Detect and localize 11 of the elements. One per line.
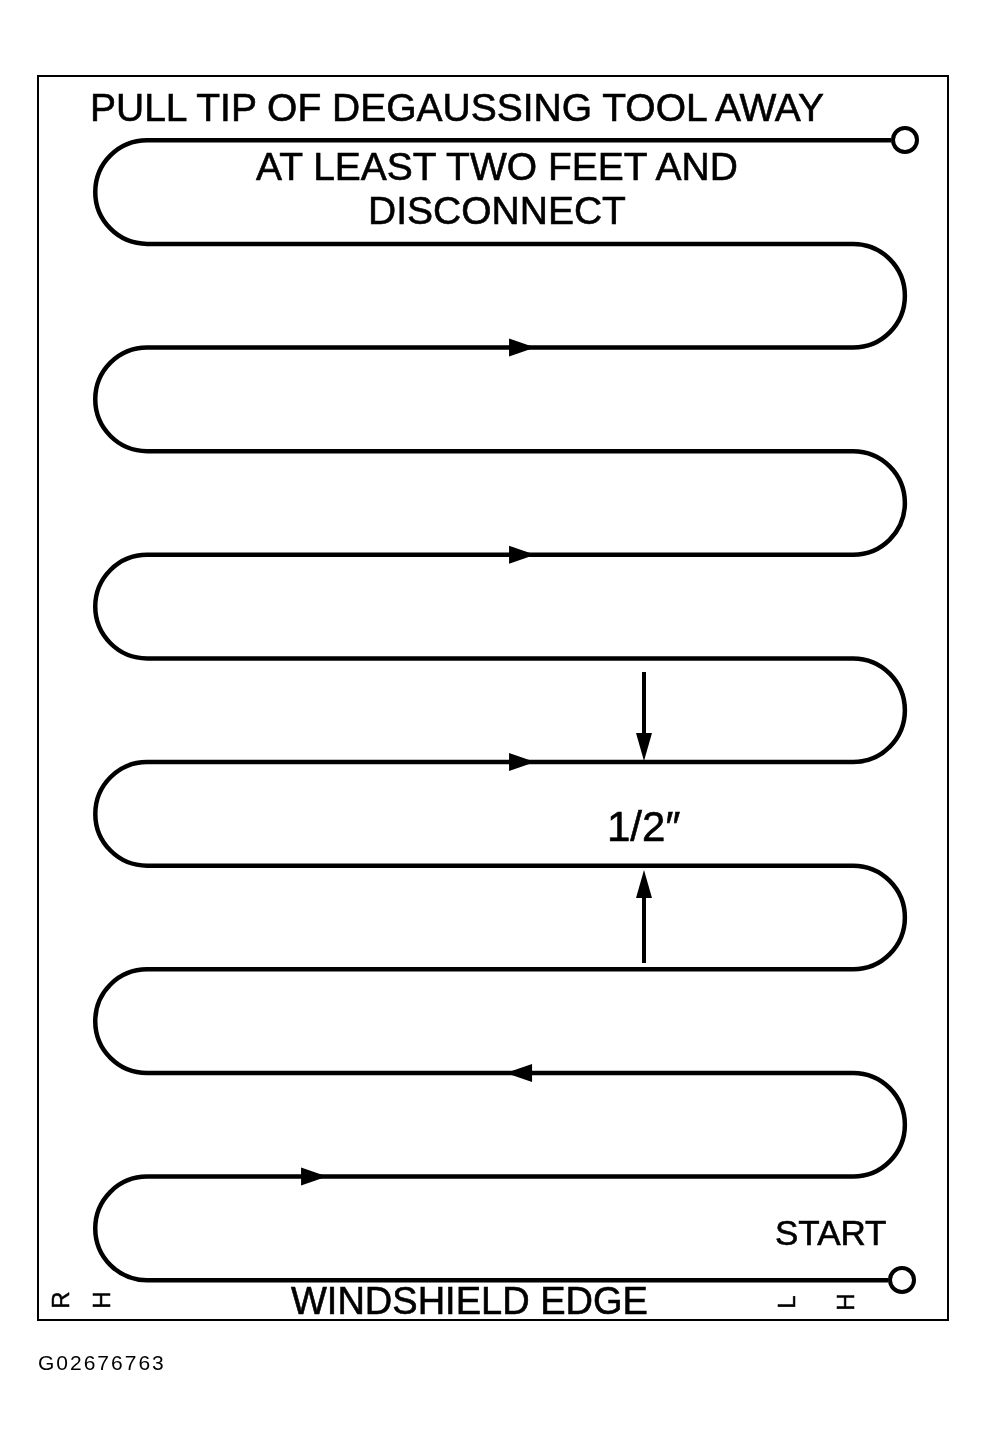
side-marker: RH: [52, 1290, 111, 1311]
endpoint-label: START: [775, 1215, 887, 1250]
edge-name-label: WINDSHIELD EDGE: [291, 1282, 648, 1320]
instruction-text: AT LEAST TWO FEET AND DISCONNECT: [255, 145, 739, 233]
instruction-text: PULL TIP OF DEGAUSSING TOOL AWAY: [90, 88, 824, 127]
side-marker: LH: [780, 1292, 855, 1313]
start-point-circle: [888, 1266, 916, 1294]
serpentine-arrow-path: [92, 137, 908, 1283]
figure-code: G02676763: [38, 1352, 166, 1373]
dimension-label: 1/2″: [607, 806, 681, 848]
end-point-circle: [891, 126, 919, 154]
